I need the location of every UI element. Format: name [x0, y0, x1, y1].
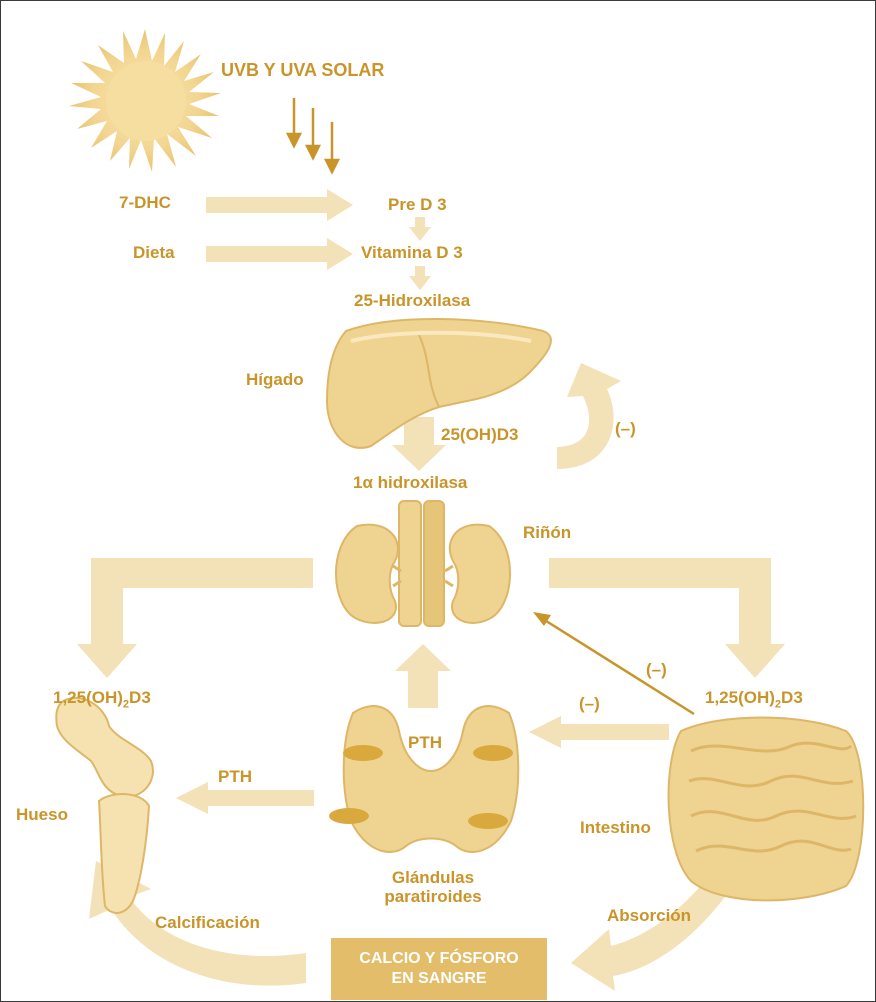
blood-calcium-box: CALCIO Y FÓSFORO EN SANGRE	[331, 938, 547, 1000]
bone-label: Hueso	[16, 806, 68, 825]
calcification-label: Calcificación	[155, 914, 260, 933]
vitamin-d3-label: Vitamina D 3	[361, 244, 463, 263]
liver-label: Hígado	[246, 371, 304, 390]
blood-box-line1: CALCIO Y FÓSFORO	[359, 949, 518, 969]
kidney-feedback-label: (–)	[646, 661, 667, 680]
pth-left-label: PTH	[218, 768, 252, 787]
kidney-icon	[336, 501, 510, 626]
diet-label: Dieta	[133, 244, 175, 263]
solar-label: UVB Y UVA SOLAR	[221, 61, 384, 81]
pth-top-label: PTH	[408, 734, 442, 753]
intestine-icon	[669, 718, 864, 901]
absorption-label: Absorción	[607, 907, 691, 926]
calcitriol-left-label: 1,25(OH)2D3	[53, 689, 151, 710]
liver-feedback-label: (–)	[615, 420, 636, 439]
kidney-label: Riñón	[523, 524, 571, 543]
dhc-label: 7-DHC	[119, 194, 171, 213]
sun-icon	[69, 29, 221, 172]
25-hydroxylase-label: 25-Hidroxilasa	[354, 292, 470, 311]
pre-d3-label: Pre D 3	[388, 196, 447, 215]
1a-hydroxylase-label: 1α hidroxilasa	[353, 474, 467, 493]
intestine-label: Intestino	[580, 819, 651, 838]
pth-feedback-label: (–)	[579, 695, 600, 714]
glands-label: Glándulas paratiroides	[384, 869, 481, 906]
parathyroid-glands-icon	[329, 706, 518, 852]
intestine-kidney-arrow	[533, 612, 694, 714]
bone-icon	[56, 698, 153, 913]
calcitriol-right-label: 1,25(OH)2D3	[705, 689, 803, 710]
blood-box-line2: EN SANGRE	[391, 969, 486, 989]
25ohd3-label: 25(OH)D3	[441, 426, 518, 445]
uv-arrows-icon	[288, 98, 338, 172]
